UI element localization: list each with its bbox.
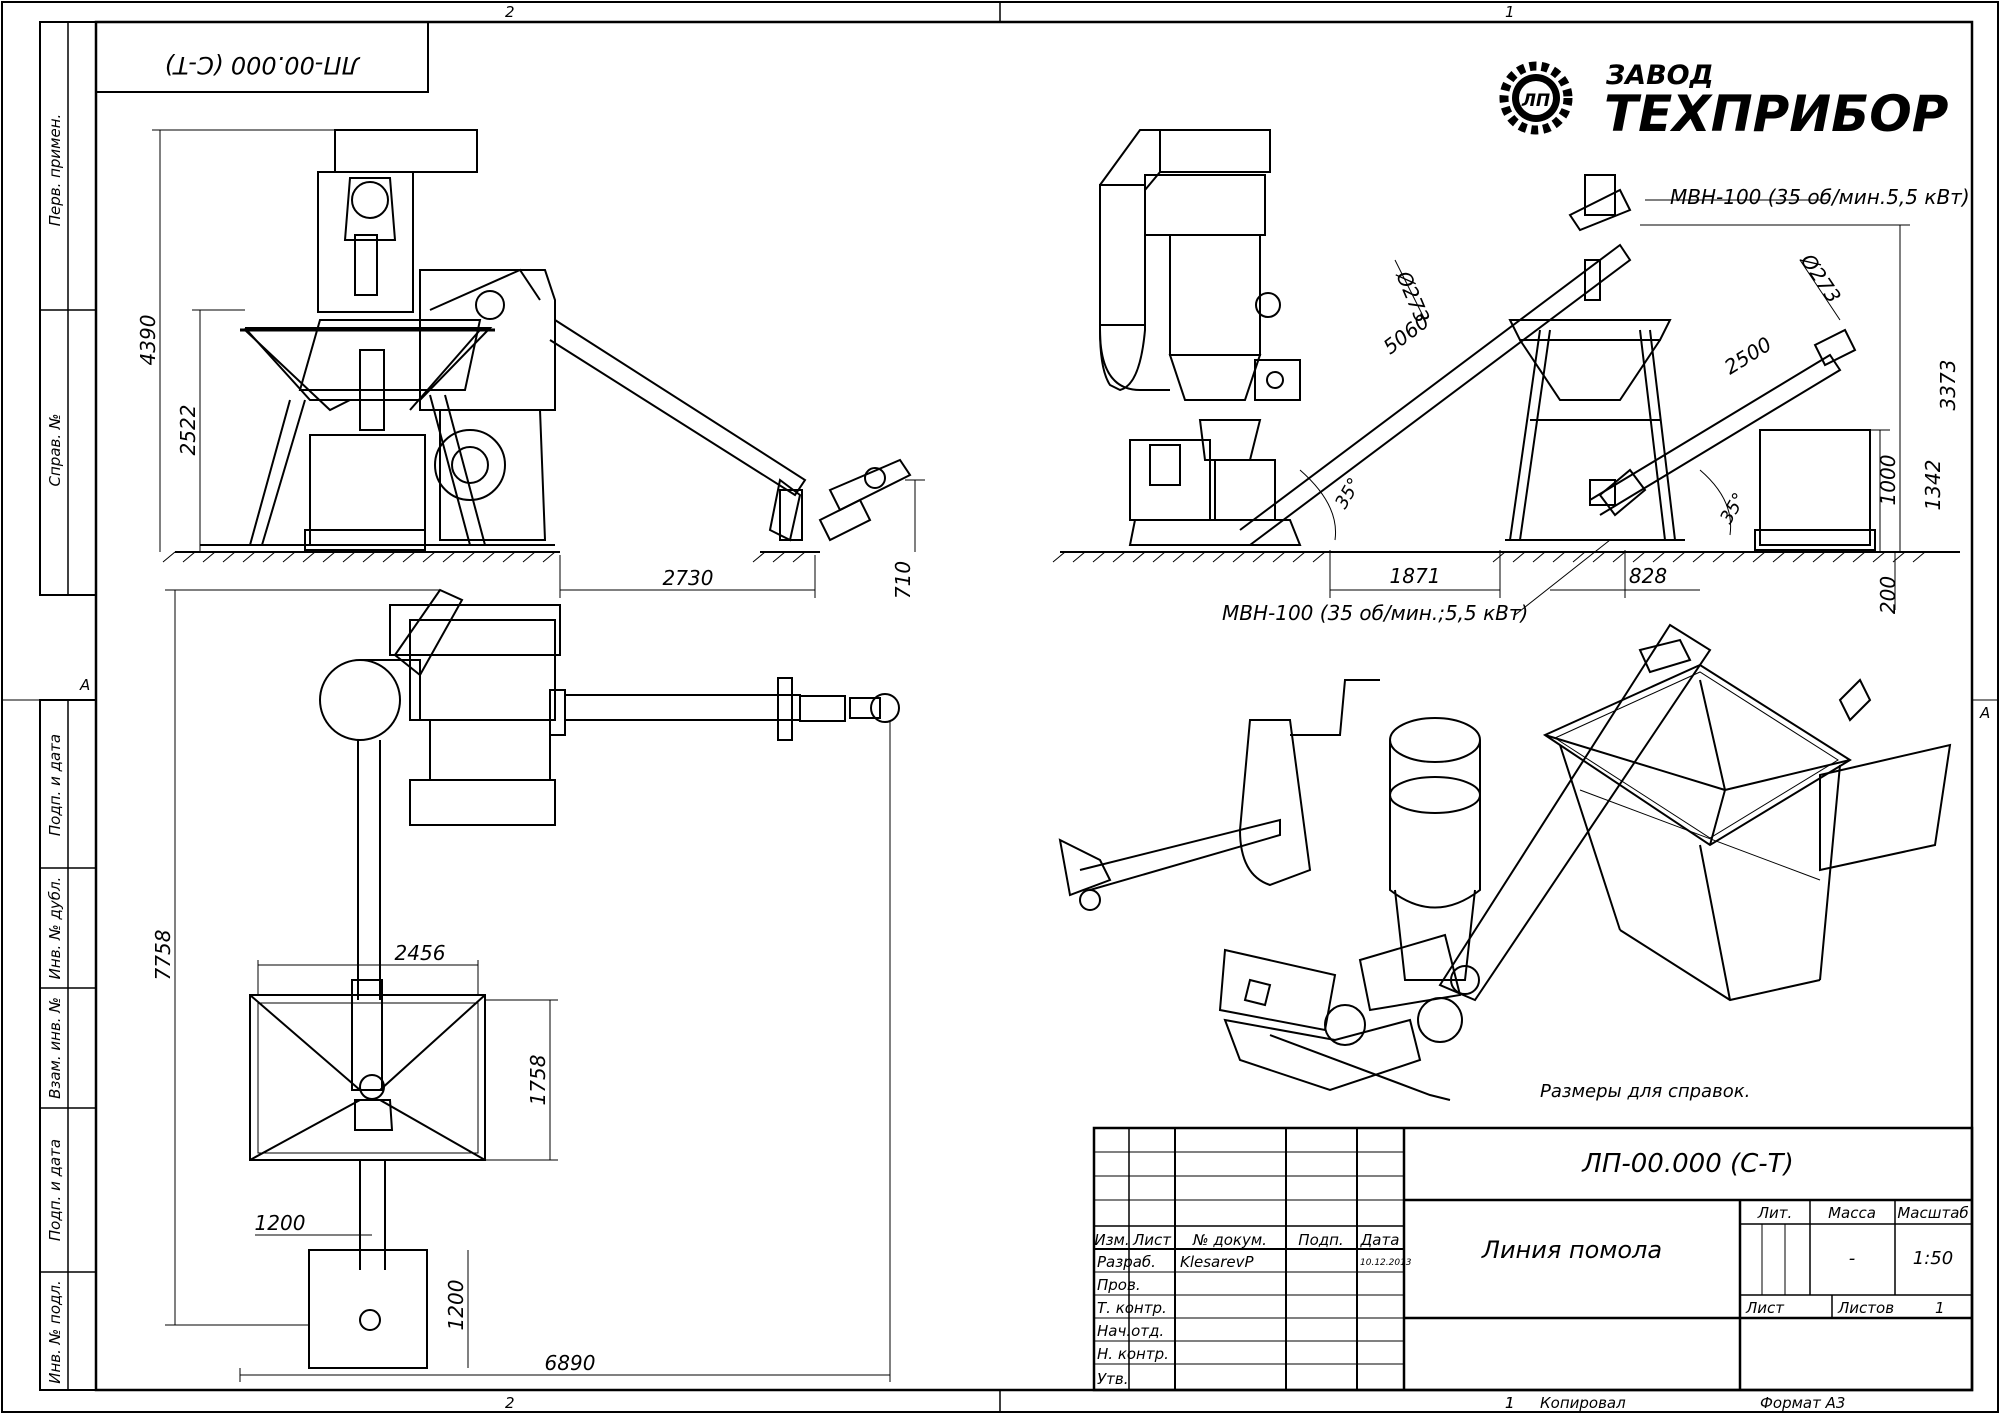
tb-date: 10.12.2013 <box>1360 1258 1412 1268</box>
dim-side-dist-2: 828 <box>1629 564 1667 588</box>
tb-header-podp: Подп. <box>1298 1231 1343 1249</box>
dim-side-height-3: 1000 <box>1876 455 1900 506</box>
dim-front-height-bunker: 2522 <box>176 405 200 456</box>
dim-side-height-1: 3373 <box>1936 360 1960 411</box>
tb-drawing-code: ЛП-00.000 (С-Т) <box>1581 1149 1793 1179</box>
zone-label-top-right: 1 <box>1505 3 1515 21</box>
zone-label-side-left: A <box>79 676 90 694</box>
stamp-perv-primen: Перв. примен. <box>46 114 64 227</box>
rotated-code-box <box>95 21 429 93</box>
dim-plan-box-width: 1200 <box>255 1211 306 1235</box>
side-view <box>1052 129 1960 563</box>
dim-side-height-2: 1342 <box>1921 460 1945 511</box>
side-stamp: Перв. примен. Справ. № Подп. и дата Инв.… <box>39 21 97 1391</box>
tb-role-nach-otd: Нач.отд. <box>1097 1322 1164 1340</box>
callout-auger-upper: МВН-100 (35 об/мин.5,5 кВт) <box>1670 185 1970 209</box>
plan-dimensions <box>165 589 891 1382</box>
dim-side-height-4: 200 <box>1876 576 1900 614</box>
tb-sheet-label: Лист <box>1745 1299 1785 1317</box>
stamp-podp-data-2: Подп. и дата <box>46 1139 64 1241</box>
note-reference: Размеры для справок. <box>1540 1081 1750 1102</box>
tb-role-razrab: Разраб. <box>1097 1253 1156 1271</box>
tb-header-list: Лист <box>1132 1231 1172 1249</box>
tb-sheets-value: 1 <box>1935 1299 1945 1317</box>
dim-plan-total-length: 7758 <box>151 930 175 981</box>
dim-front-auger-length: 2730 <box>663 566 714 590</box>
dim-front-auger-height: 710 <box>891 561 915 599</box>
tb-role-utv: Утв. <box>1097 1370 1129 1388</box>
dim-side-diameter-2: Ø273 <box>1795 249 1846 308</box>
tb-developer: KlesarevP <box>1180 1253 1255 1271</box>
dim-side-dist-1: 1871 <box>1390 564 1441 588</box>
inner-frame <box>94 20 1974 1392</box>
tb-scale-value: 1:50 <box>1913 1248 1953 1269</box>
zone-label-top-left: 2 <box>505 3 515 21</box>
dim-plan-hopper-depth: 1758 <box>526 1055 550 1106</box>
tb-role-n-kontr: Н. контр. <box>1097 1345 1169 1363</box>
side-dimensions <box>1299 199 1910 616</box>
stamp-inv-podl: Инв. № подл. <box>46 1280 64 1383</box>
stamp-podp-data-1: Подп. и дата <box>46 734 64 836</box>
tb-header-date: Дата <box>1360 1231 1400 1249</box>
footer-num: 1 <box>1505 1394 1515 1412</box>
tb-title: Линия помола <box>1481 1236 1662 1264</box>
dim-side-auger-2-length: 2500 <box>1720 332 1776 379</box>
tb-header-izm: Изм. <box>1094 1231 1129 1249</box>
stamp-sprav-no: Справ. № <box>46 414 64 487</box>
front-dimensions <box>152 129 925 598</box>
logo-line1: ЗАВОД <box>1605 60 1714 91</box>
footer-format: Формат A3 <box>1760 1394 1845 1412</box>
tb-sheets-label: Листов <box>1837 1299 1894 1317</box>
gear-logo-icon <box>1499 61 1573 135</box>
dim-plan-box-depth: 1200 <box>444 1280 468 1331</box>
tb-role-prov: Пров. <box>1097 1276 1141 1294</box>
tb-mass-value: - <box>1849 1248 1856 1269</box>
front-view <box>162 129 912 563</box>
tb-lit-label: Лит. <box>1757 1204 1793 1222</box>
tb-role-t-kontr: Т. контр. <box>1097 1299 1167 1317</box>
logo-line2: ТЕХПРИБОР <box>1604 85 1948 143</box>
rotated-drawing-code: ЛП-00.000 (С-Т) <box>164 51 360 79</box>
tb-header-doc: № докум. <box>1192 1231 1267 1249</box>
isometric-view <box>1058 623 1952 1101</box>
dim-plan-total-width: 6890 <box>545 1351 596 1375</box>
stamp-vzam-inv: Взам. инв. № <box>46 997 64 1099</box>
tb-scale-label: Масштаб <box>1897 1204 1968 1222</box>
company-logo: ЛП ЗАВОД ТЕХПРИБОР <box>1499 60 1948 143</box>
dim-front-height-total: 4390 <box>136 315 160 366</box>
stamp-inv-dubl: Инв. № дубл. <box>46 877 64 980</box>
zone-label-bottom-left: 2 <box>505 1394 515 1412</box>
zone-label-bottom-right: 1 <box>1505 1394 1515 1412</box>
footer-copied: Копировал <box>1540 1394 1626 1412</box>
logo-mark: ЛП <box>1521 91 1550 111</box>
zone-label-side-right: A <box>1979 704 1990 722</box>
title-block <box>1092 1126 1974 1392</box>
callout-auger-lower: МВН-100 (35 об/мин.;5,5 кВт) <box>1222 601 1528 625</box>
plan-view <box>249 588 900 1369</box>
dim-plan-hopper-width: 2456 <box>395 941 446 965</box>
tb-mass-label: Масса <box>1828 1204 1876 1222</box>
